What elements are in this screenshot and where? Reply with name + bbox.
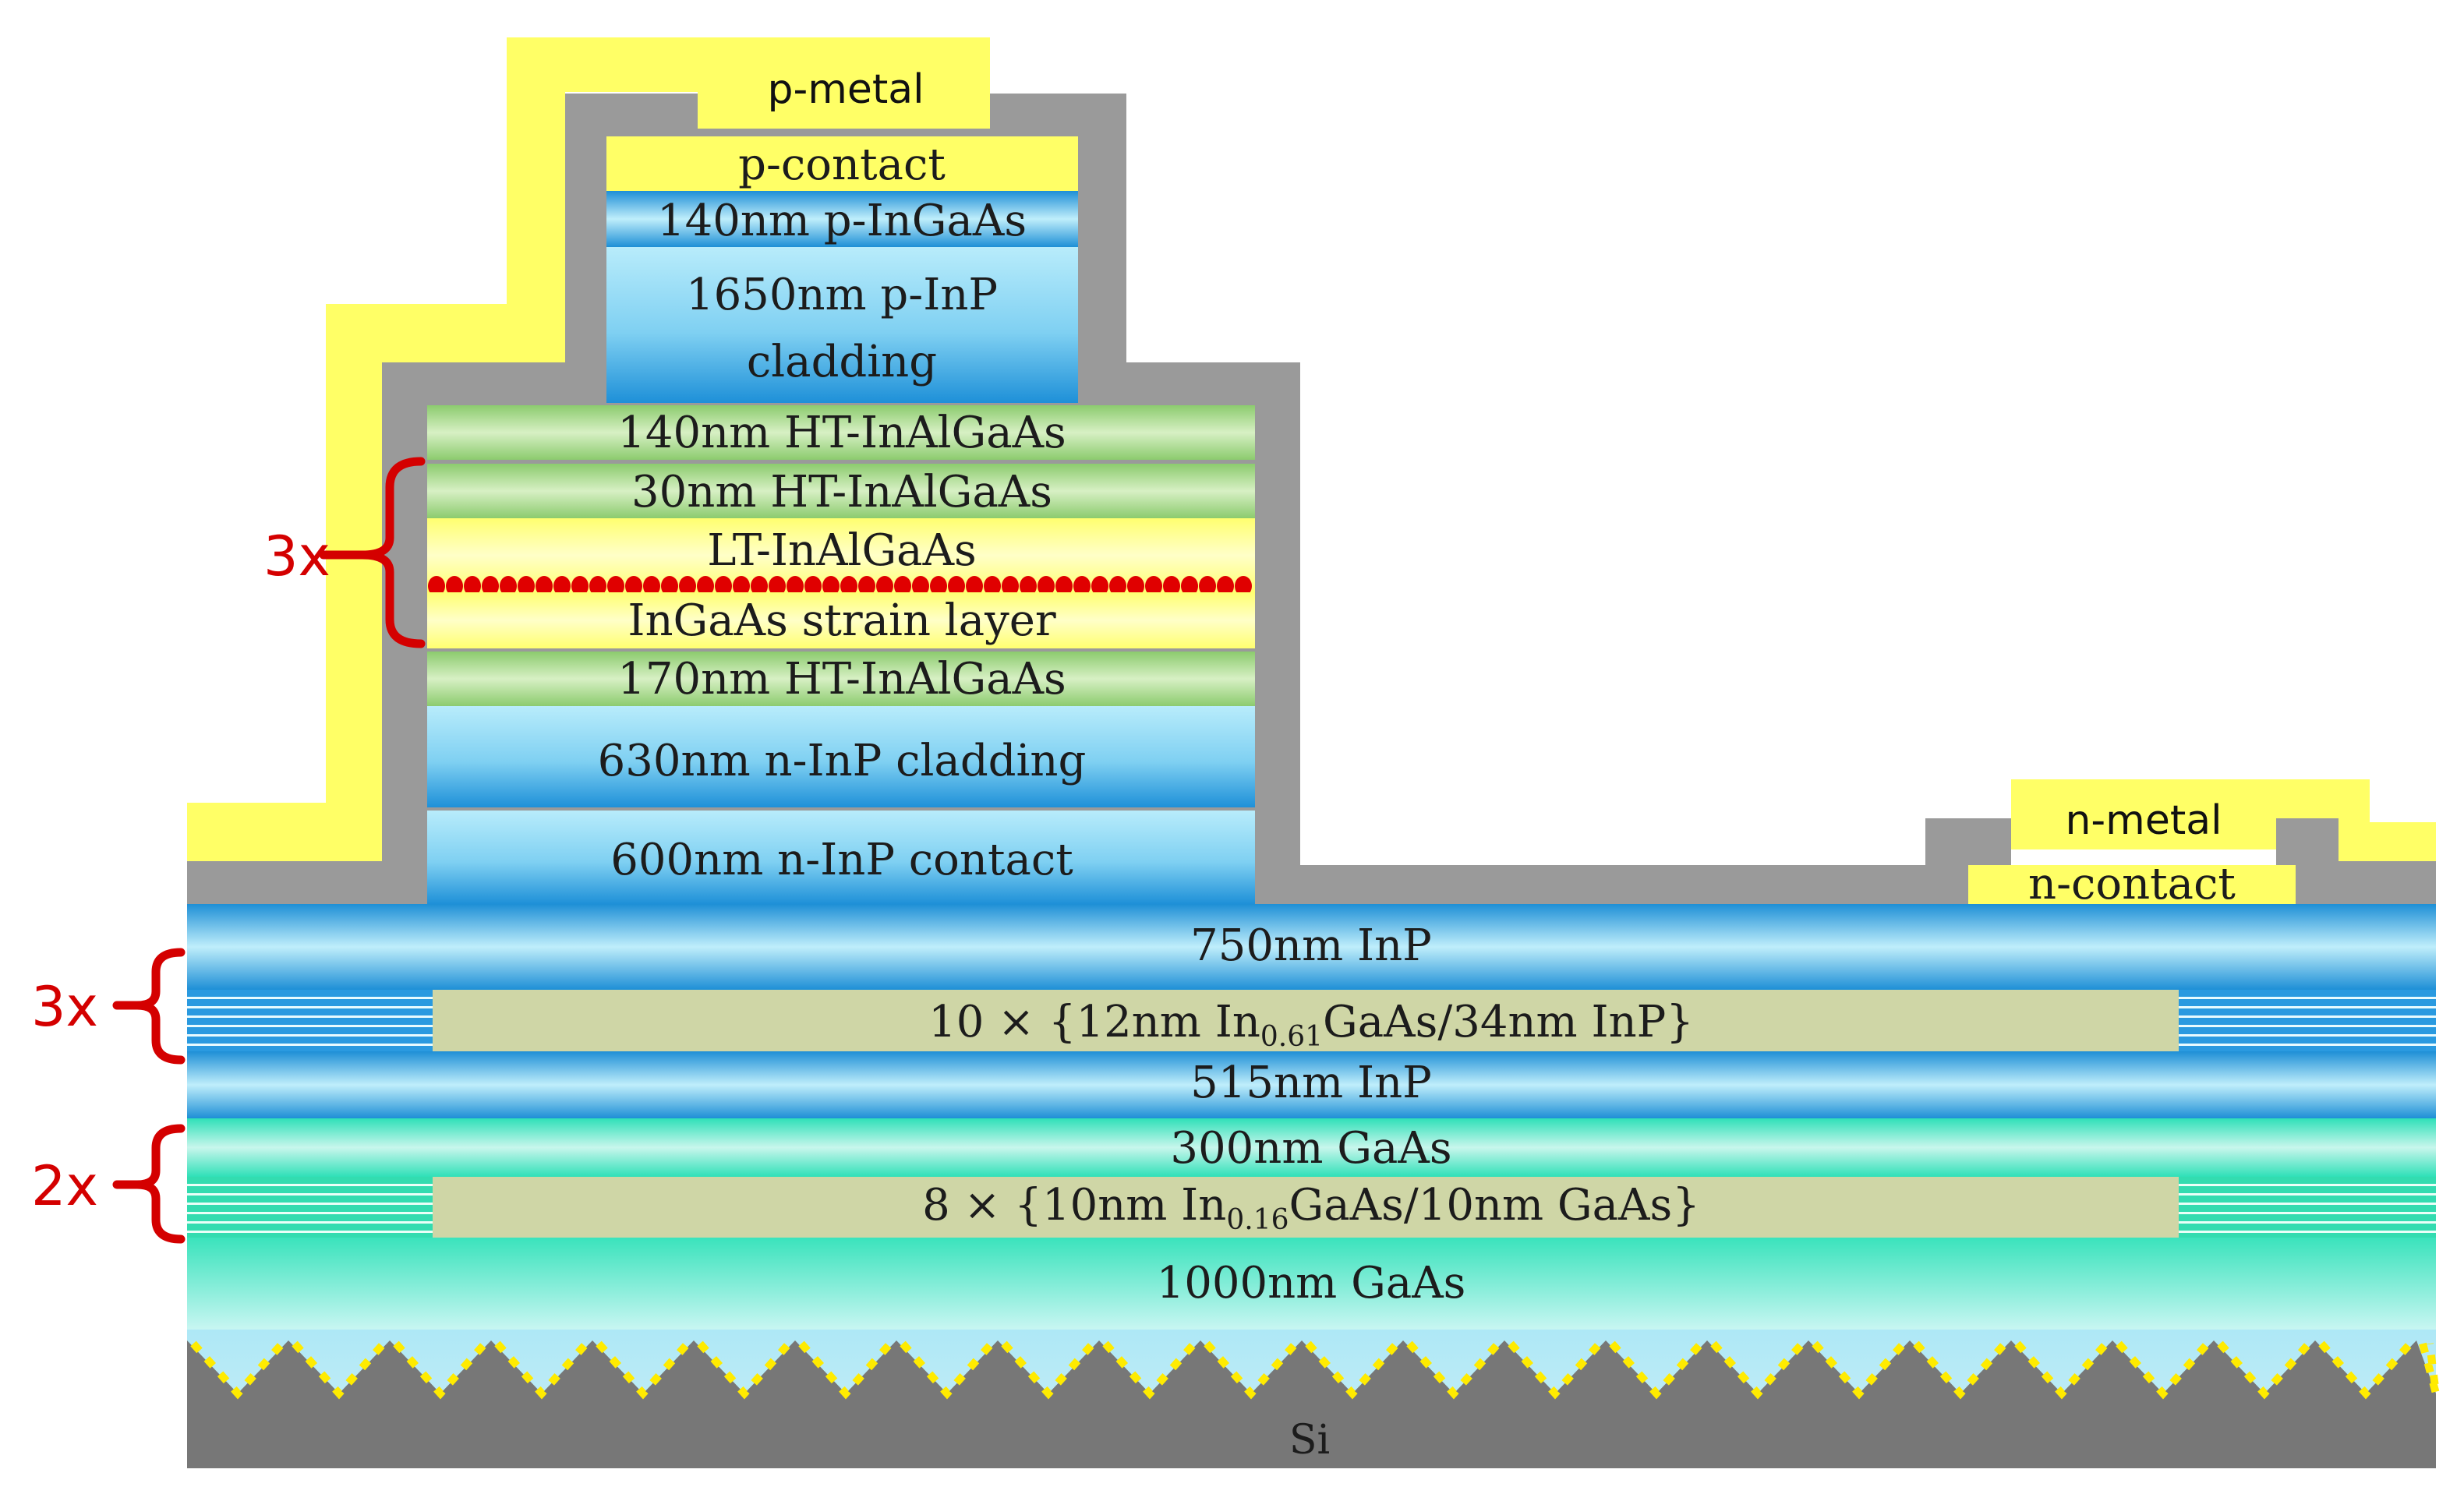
quantum-dot (1163, 576, 1180, 596)
quantum-dot (769, 576, 786, 596)
inp-superlattice-label: 10 × {12nm In0.61GaAs/34nm InP} (928, 997, 1694, 1053)
n-inp-contact-layer (427, 811, 1255, 904)
gaas-300-label: 300nm GaAs (1170, 1123, 1451, 1174)
quantum-dot (984, 576, 1001, 596)
quantum-dot (1235, 576, 1252, 596)
quantum-dot (1127, 576, 1144, 596)
quantum-dot (1020, 576, 1037, 596)
gaas-buffer-repeat-brace: 2x (31, 1124, 186, 1244)
inp-superlattice-core (433, 990, 2179, 1051)
gaas-buffer-repeat-label: 2x (31, 1154, 98, 1218)
quantum-dot (643, 576, 660, 596)
n-contact-layer (1968, 865, 2296, 904)
quantum-dot (733, 576, 750, 596)
quantum-dot (500, 576, 517, 596)
n-inp-contact-label: 600nm n-InP contact (610, 835, 1073, 885)
p-ingaas-label: 140nm p-InGaAs (657, 196, 1027, 246)
ht-inalgaas-30-label: 30nm HT-InAlGaAs (631, 467, 1052, 517)
quantum-dot (1181, 576, 1198, 596)
lt-inalgaas-label: LT-InAlGaAs (707, 525, 977, 576)
quantum-dot (428, 576, 445, 596)
quantum-dot (661, 576, 678, 596)
inp-750-label: 750nm InP (1190, 920, 1432, 971)
quantum-dot (1002, 576, 1019, 596)
quantum-dot (822, 576, 840, 596)
quantum-dot (1073, 576, 1091, 596)
quantum-dot (876, 576, 893, 596)
si-interface-dots (190, 1340, 2440, 1400)
si-label: Si (1289, 1417, 1330, 1464)
quantum-dot (464, 576, 481, 596)
active-region-repeat-label: 3x (263, 524, 331, 588)
quantum-dot (858, 576, 875, 596)
quantum-dot (607, 576, 624, 596)
quantum-dot (840, 576, 857, 596)
quantum-dot (1217, 576, 1234, 596)
quantum-dot (912, 576, 929, 596)
gaas-1000-label: 1000nm GaAs (1157, 1258, 1466, 1309)
p-inp-label-line2: cladding (747, 337, 937, 387)
quantum-dot (804, 576, 822, 596)
inp-515-layer (187, 1051, 2436, 1118)
quantum-dot (697, 576, 714, 596)
ht-inalgaas-170-layer (427, 652, 1255, 706)
gaas-300-layer (187, 1118, 2436, 1177)
quantum-dot (966, 576, 983, 596)
p-metal-label: p-metal (767, 66, 924, 113)
quantum-dot (1091, 576, 1108, 596)
inp-buffer-repeat-label: 3x (31, 975, 98, 1039)
n-metal (2011, 779, 2436, 861)
quantum-dot (679, 576, 696, 596)
p-contact-layer (606, 136, 1078, 191)
gaas-1000-layer (187, 1238, 2436, 1330)
quantum-dot (948, 576, 965, 596)
quantum-dot (894, 576, 911, 596)
si-substrate: Si (187, 1330, 2440, 1468)
ht-inalgaas-170-label: 170nm HT-InAlGaAs (617, 654, 1066, 705)
quantum-dot (930, 576, 947, 596)
quantum-dot (625, 576, 642, 596)
n-inp-cladding-layer (427, 706, 1255, 807)
ingaas-strain-label: InGaAs strain layer (627, 595, 1056, 646)
ht-inalgaas-30-layer (427, 464, 1255, 518)
quantum-dot (446, 576, 463, 596)
quantum-dot (1109, 576, 1126, 596)
n-inp-cladding-label: 630nm n-InP cladding (598, 736, 1087, 786)
quantum-dot (787, 576, 804, 596)
quantum-dot (1055, 576, 1073, 596)
active-region-repeat-brace: 3x (263, 457, 426, 648)
inp-buffer-repeat-brace: 3x (31, 948, 186, 1065)
quantum-dot (536, 576, 553, 596)
quantum-dot (589, 576, 606, 596)
inp-515-label: 515nm InP (1190, 1058, 1432, 1108)
p-ingaas-layer (606, 191, 1078, 247)
quantum-dot (1145, 576, 1162, 596)
quantum-dot-layer (428, 576, 1252, 596)
p-contact-label: p-contact (738, 140, 946, 190)
quantum-dot (571, 576, 589, 596)
quantum-dot (482, 576, 499, 596)
quantum-dot (751, 576, 768, 596)
quantum-dot (1199, 576, 1216, 596)
n-contact-label: n-contact (2028, 859, 2236, 909)
p-inp-cladding-layer (606, 247, 1078, 403)
quantum-dot (553, 576, 571, 596)
n-metal-label: n-metal (2065, 797, 2222, 844)
p-metal (187, 37, 990, 861)
p-inp-label-line1: 1650nm p-InP (686, 270, 998, 320)
ingaas-strain-layer (427, 592, 1255, 648)
ht-inalgaas-140-layer (427, 405, 1255, 460)
ht-inalgaas-140-label: 140nm HT-InAlGaAs (617, 408, 1066, 458)
gaas-superlattice-label: 8 × {10nm In0.16GaAs/10nm GaAs} (922, 1180, 1700, 1236)
quantum-dot (518, 576, 535, 596)
gaas-superlattice-core (433, 1177, 2179, 1238)
quantum-dot (715, 576, 732, 596)
quantum-dot (1038, 576, 1055, 596)
si-substrate-sawtooth (187, 1340, 2436, 1468)
inp-750-layer (187, 904, 2436, 990)
